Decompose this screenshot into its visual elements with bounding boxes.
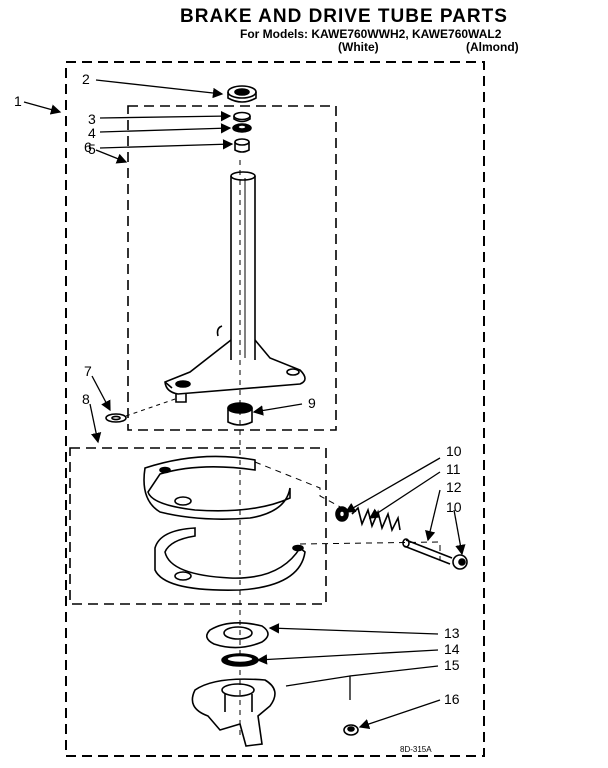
brake-shoe-upper <box>143 455 291 520</box>
callout-2: 2 <box>82 71 90 87</box>
callout-6: 6 <box>84 139 92 155</box>
part-11-spring <box>351 506 401 533</box>
part-4-ring <box>232 123 252 133</box>
callout-10-top: 10 <box>446 443 462 459</box>
part-15-hub <box>191 678 276 747</box>
callout-4: 4 <box>88 125 96 141</box>
callout-5: 5 <box>88 141 96 157</box>
part-12-pin <box>402 538 453 565</box>
callout-3: 3 <box>88 111 96 127</box>
part-5-bushing <box>234 138 250 153</box>
part-10-cap-right <box>452 554 468 570</box>
callout-13: 13 <box>444 625 460 641</box>
part-13-plate <box>206 622 269 649</box>
part-9-bushing <box>227 402 253 426</box>
variant-almond-label: (Almond) <box>466 40 519 54</box>
callout-14: 14 <box>444 641 460 657</box>
part-6-drive-tube <box>164 171 306 403</box>
brake-shoe-lower <box>154 527 306 591</box>
drive-tube-frame <box>127 105 337 431</box>
callout-16: 16 <box>444 691 460 707</box>
brake-frame <box>69 447 327 605</box>
part-7-washer <box>105 413 127 423</box>
callout-7: 7 <box>84 363 92 379</box>
callout-1: 1 <box>14 93 22 109</box>
assembly-1-frame <box>65 61 485 757</box>
part-2-seal <box>227 85 257 103</box>
callout-11: 11 <box>446 461 461 477</box>
page-title: BRAKE AND DRIVE TUBE PARTS <box>180 6 508 27</box>
part-14-ring <box>221 653 259 667</box>
callout-15: 15 <box>444 657 460 673</box>
callout-8: 8 <box>82 391 90 407</box>
part-3-washer <box>233 111 251 123</box>
models-line: For Models: KAWE760WWH2, KAWE760WAL2 <box>240 27 502 41</box>
variant-white-label: (White) <box>338 40 379 54</box>
callout-12: 12 <box>446 479 462 495</box>
drawing-code: 8D-315A <box>400 745 432 754</box>
part-16-nut <box>343 724 359 736</box>
part-10-cap-left <box>335 506 349 522</box>
callout-9: 9 <box>308 395 316 411</box>
callout-10-bottom: 10 <box>446 499 462 515</box>
